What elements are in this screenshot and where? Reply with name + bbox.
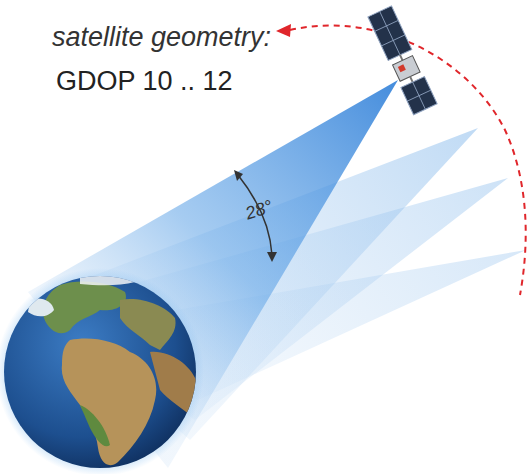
gdop-label: GDOP 10 .. 12 <box>56 66 233 97</box>
heading-label: satellite geometry: <box>52 22 271 53</box>
